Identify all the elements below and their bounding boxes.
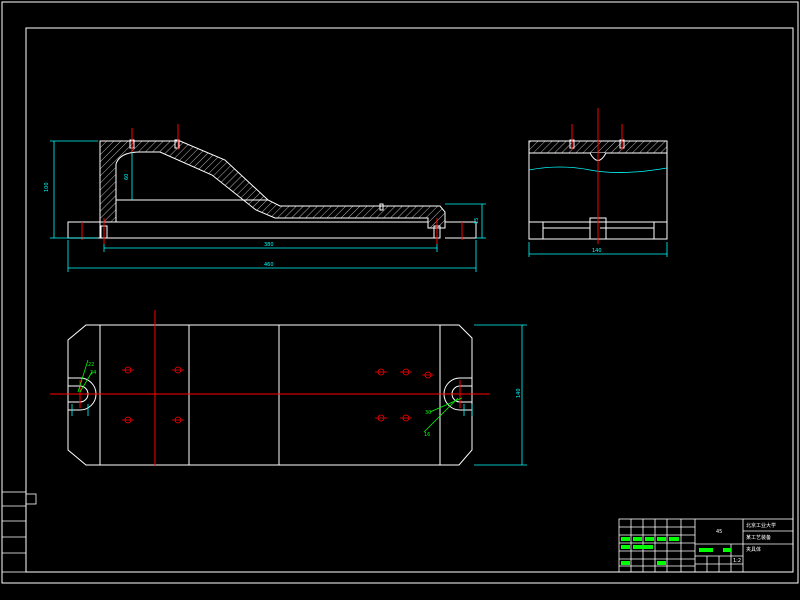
plan-slot-dim-b: 34 xyxy=(90,370,96,376)
title-part-name: 某工艺装备 xyxy=(746,534,771,541)
plan-view: 22 34 30 16 140 xyxy=(50,310,527,466)
side-width-dim: 140 xyxy=(592,248,602,254)
front-view: 100 60 380 460 15 xyxy=(44,124,486,272)
title-drawing-name: 夹具体 xyxy=(746,546,761,553)
title-material: 45 xyxy=(716,529,722,535)
plan-slot-dim-c: 30 xyxy=(425,410,431,416)
plan-height-dim: 140 xyxy=(516,388,522,398)
mounting-holes xyxy=(122,366,434,424)
plan-slot-dim-a: 22 xyxy=(88,362,94,368)
binding-stamp xyxy=(1,491,37,573)
title-scale: 1:2 xyxy=(733,558,741,564)
sheet-frame xyxy=(1,1,799,584)
title-school: 北京工业大学 xyxy=(746,522,776,529)
plan-slot-dim-d: 16 xyxy=(424,432,430,438)
front-height-dim: 100 xyxy=(44,182,50,192)
front-section-hatch xyxy=(99,140,446,229)
front-right-height-dim: 15 xyxy=(474,218,480,224)
front-overall-length-dim: 460 xyxy=(264,262,274,268)
front-inner-length-dim: 380 xyxy=(264,242,274,248)
side-view: 140 xyxy=(528,108,668,257)
front-step-dim: 60 xyxy=(124,174,130,180)
title-block: 北京工业大学 某工艺装备 夹具体 45 1:2 xyxy=(618,518,794,573)
